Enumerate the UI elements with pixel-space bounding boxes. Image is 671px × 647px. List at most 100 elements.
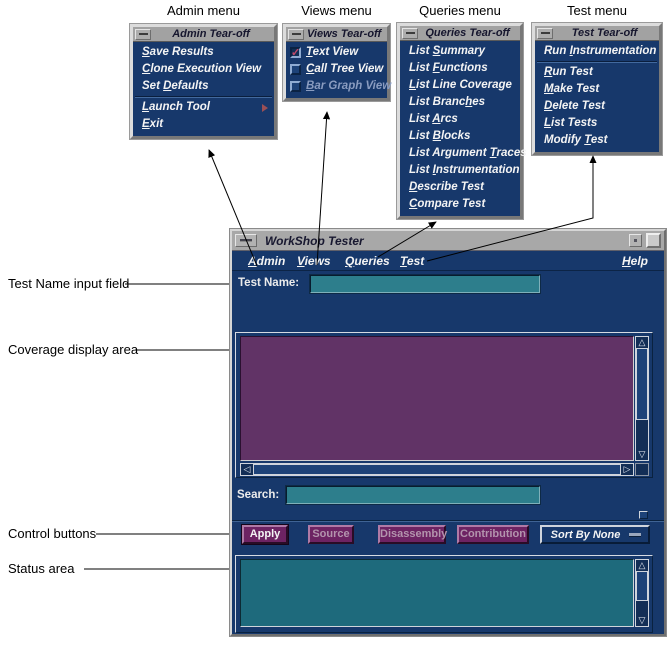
scroll-left-icon[interactable]: ◁ bbox=[243, 464, 251, 474]
coverage-display-area bbox=[240, 336, 634, 461]
menubar-item-queries[interactable]: Queries bbox=[345, 254, 390, 268]
menu-item-bar-graph-view: Bar Graph View bbox=[286, 78, 391, 95]
window-menu-icon[interactable] bbox=[135, 28, 151, 40]
menu-separator bbox=[135, 96, 272, 98]
scrollbar-corner bbox=[635, 463, 649, 476]
annotation-coverage: Coverage display area bbox=[8, 342, 139, 357]
status-area bbox=[240, 559, 634, 627]
queries-tearoff-title: Queries Tear-off bbox=[425, 27, 510, 39]
views-tearoff-menu: Views Tear-off Text View Call Tree View … bbox=[283, 24, 391, 101]
window-title: WorkShop Tester bbox=[265, 233, 364, 248]
disassembly-button[interactable]: Disassembly bbox=[378, 525, 447, 544]
window-titlebar[interactable]: WorkShop Tester bbox=[232, 231, 664, 251]
menu-item-list-summary[interactable]: List Summary bbox=[409, 45, 486, 57]
scroll-down-icon[interactable]: ▽ bbox=[638, 449, 646, 459]
menu-item-describe-test[interactable]: Describe Test bbox=[409, 181, 485, 193]
coverage-horizontal-scrollbar[interactable]: ◁ ▷ bbox=[240, 463, 634, 476]
test-tearoff-titlebar[interactable]: Test Tear-off bbox=[535, 26, 659, 41]
minimize-icon[interactable] bbox=[629, 234, 642, 247]
menu-item-list-arcs[interactable]: List Arcs bbox=[409, 113, 458, 125]
scroll-up-icon[interactable]: △ bbox=[638, 560, 646, 570]
menu-item-list-instrumentation[interactable]: List Instrumentation bbox=[409, 164, 520, 176]
menu-item-list-line-coverage[interactable]: List Line Coverage bbox=[409, 79, 512, 91]
checkbox-unchecked-icon[interactable] bbox=[290, 64, 301, 75]
admin-tearoff-menu: Admin Tear-off Save Results Clone Execut… bbox=[130, 24, 277, 139]
coverage-pane: △ ▽ ◁ ▷ bbox=[235, 332, 653, 478]
views-tearoff-titlebar[interactable]: Views Tear-off bbox=[286, 27, 387, 42]
menu-item-set-defaults[interactable]: Set Defaults bbox=[142, 80, 209, 92]
scroll-up-icon[interactable]: △ bbox=[638, 337, 646, 347]
menu-item-call-tree-view[interactable]: Call Tree View bbox=[286, 61, 387, 78]
views-menu-caption: Views menu bbox=[301, 3, 372, 18]
status-pane: △ ▽ bbox=[235, 555, 653, 633]
menubar: Admin Views Queries Test Help bbox=[232, 251, 664, 271]
contribution-button[interactable]: Contribution bbox=[457, 525, 529, 544]
test-menu-caption: Test menu bbox=[567, 3, 627, 18]
menu-item-run-test[interactable]: Run Test bbox=[544, 66, 593, 78]
scrollbar-trough[interactable] bbox=[636, 601, 648, 615]
menu-item-modify-test[interactable]: Modify Test bbox=[544, 134, 608, 146]
scrollbar-thumb[interactable] bbox=[636, 348, 648, 420]
window-menu-icon[interactable] bbox=[235, 234, 257, 247]
menu-item-list-functions[interactable]: List Functions bbox=[409, 62, 488, 74]
maximize-icon[interactable] bbox=[646, 233, 661, 248]
menu-item-list-argument-traces[interactable]: List Argument Traces bbox=[409, 147, 527, 159]
apply-button[interactable]: Apply bbox=[242, 525, 288, 544]
scrollbar-trough[interactable] bbox=[636, 420, 648, 449]
menu-separator bbox=[537, 61, 657, 63]
annotation-controls: Control buttons bbox=[8, 526, 97, 541]
queries-menu-caption: Queries menu bbox=[419, 3, 501, 18]
test-tearoff-menu: Test Tear-off Run Instrumentation Run Te… bbox=[532, 23, 662, 155]
search-label: Search: bbox=[237, 489, 280, 501]
queries-tearoff-titlebar[interactable]: Queries Tear-off bbox=[400, 26, 520, 41]
admin-tearoff-titlebar[interactable]: Admin Tear-off bbox=[133, 27, 274, 42]
checkbox-unchecked-icon bbox=[290, 81, 301, 92]
submenu-arrow-icon bbox=[262, 104, 268, 112]
menu-item-label: Launch Tool bbox=[142, 101, 210, 113]
menu-item-list-branches[interactable]: List Branches bbox=[409, 96, 486, 108]
sort-by-dropdown[interactable]: Sort By None bbox=[540, 525, 650, 544]
menu-item-exit[interactable]: Exit bbox=[142, 118, 164, 130]
menu-item-text-view[interactable]: Text View bbox=[286, 44, 387, 62]
admin-menu-caption: Admin menu bbox=[167, 3, 240, 18]
menu-item-label: Call Tree View bbox=[306, 63, 384, 75]
menu-item-label: Text View bbox=[306, 46, 359, 58]
scroll-down-icon[interactable]: ▽ bbox=[638, 615, 646, 625]
menu-item-compare-test[interactable]: Compare Test bbox=[409, 198, 486, 210]
checkbox-checked-icon[interactable] bbox=[290, 45, 301, 62]
menu-item-delete-test[interactable]: Delete Test bbox=[544, 100, 605, 112]
scrollbar-thumb[interactable] bbox=[253, 464, 621, 475]
menubar-item-help[interactable]: Help bbox=[621, 254, 648, 268]
status-vertical-scrollbar[interactable]: △ ▽ bbox=[635, 559, 649, 627]
test-tearoff-title: Test Tear-off bbox=[571, 27, 638, 39]
sort-by-value: Sort By None bbox=[550, 528, 621, 541]
admin-tearoff-title: Admin Tear-off bbox=[172, 28, 250, 40]
menubar-item-test[interactable]: Test bbox=[400, 254, 425, 268]
window-menu-icon[interactable] bbox=[402, 27, 418, 39]
menu-item-list-blocks[interactable]: List Blocks bbox=[409, 130, 471, 142]
coverage-vertical-scrollbar[interactable]: △ ▽ bbox=[635, 336, 649, 461]
menubar-item-views[interactable]: Views bbox=[297, 254, 331, 268]
window-menu-icon[interactable] bbox=[288, 28, 304, 40]
search-input[interactable] bbox=[286, 486, 540, 504]
scroll-right-icon[interactable]: ▷ bbox=[623, 464, 631, 474]
annotation-status: Status area bbox=[8, 561, 75, 576]
annotation-test-name: Test Name input field bbox=[8, 276, 130, 291]
menu-item-label: Bar Graph View bbox=[306, 80, 392, 92]
views-tearoff-title: Views Tear-off bbox=[307, 28, 382, 40]
menu-item-save-results[interactable]: Save Results bbox=[142, 46, 214, 58]
menu-item-make-test[interactable]: Make Test bbox=[544, 83, 600, 95]
option-menu-dash-icon bbox=[629, 532, 641, 537]
menu-item-launch-tool[interactable]: Launch Tool bbox=[133, 99, 274, 116]
menu-item-clone-execution-view[interactable]: Clone Execution View bbox=[142, 63, 262, 75]
window-menu-icon[interactable] bbox=[537, 27, 553, 39]
separator bbox=[232, 520, 664, 522]
source-button[interactable]: Source bbox=[308, 525, 354, 544]
pane-sash-handle[interactable] bbox=[639, 511, 648, 519]
menubar-item-admin[interactable]: Admin bbox=[248, 254, 286, 268]
test-name-input[interactable] bbox=[310, 275, 540, 293]
scrollbar-thumb[interactable] bbox=[636, 571, 648, 601]
queries-tearoff-menu: Queries Tear-off List Summary List Funct… bbox=[397, 23, 527, 219]
menu-item-run-instrumentation[interactable]: Run Instrumentation bbox=[544, 45, 657, 57]
menu-item-list-tests[interactable]: List Tests bbox=[544, 117, 598, 129]
